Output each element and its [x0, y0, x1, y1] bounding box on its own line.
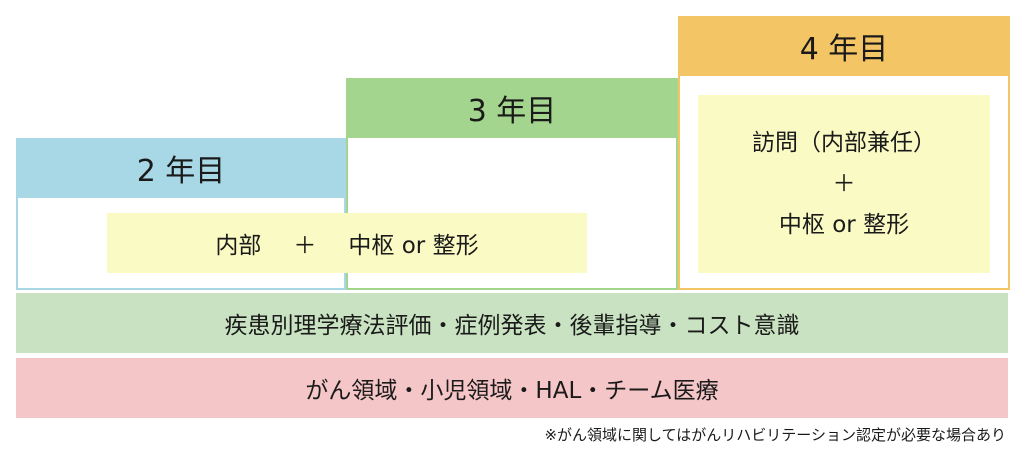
- home-visit-label: 訪問（内部兼任）: [752, 129, 936, 156]
- year2-label: 2 年目: [136, 154, 226, 189]
- year4-content-box: 訪問（内部兼任） ＋ 中枢 or 整形: [698, 95, 990, 273]
- plus-sign: ＋: [832, 170, 856, 197]
- neuro-or-ortho-label: 中枢 or 整形: [348, 233, 479, 259]
- specialty-areas-text: がん領域・小児領域・HAL・チーム医療: [305, 378, 719, 404]
- common-skills-band: 疾患別理学療法評価・症例発表・後輩指導・コスト意識: [16, 293, 1008, 353]
- year2-3-content-box: 内部 ＋ 中枢 or 整形: [107, 213, 587, 273]
- common-skills-text: 疾患別理学療法評価・症例発表・後輩指導・コスト意識: [224, 313, 800, 339]
- year4-header: 4 年目: [678, 16, 1010, 76]
- neuro-or-ortho-label: 中枢 or 整形: [778, 211, 910, 238]
- footnote: ※がん領域に関してはがんリハビリテーション認定が必要な場合あり: [544, 426, 1006, 444]
- specialty-areas-band: がん領域・小児領域・HAL・チーム医療: [16, 358, 1008, 418]
- year2-header: 2 年目: [16, 138, 346, 198]
- year3-label: 3 年目: [467, 94, 557, 129]
- year3-header: 3 年目: [346, 78, 678, 138]
- plus-sign: ＋: [293, 233, 317, 259]
- year4-label: 4 年目: [799, 32, 889, 67]
- internal-medicine-label: 内部: [215, 233, 262, 259]
